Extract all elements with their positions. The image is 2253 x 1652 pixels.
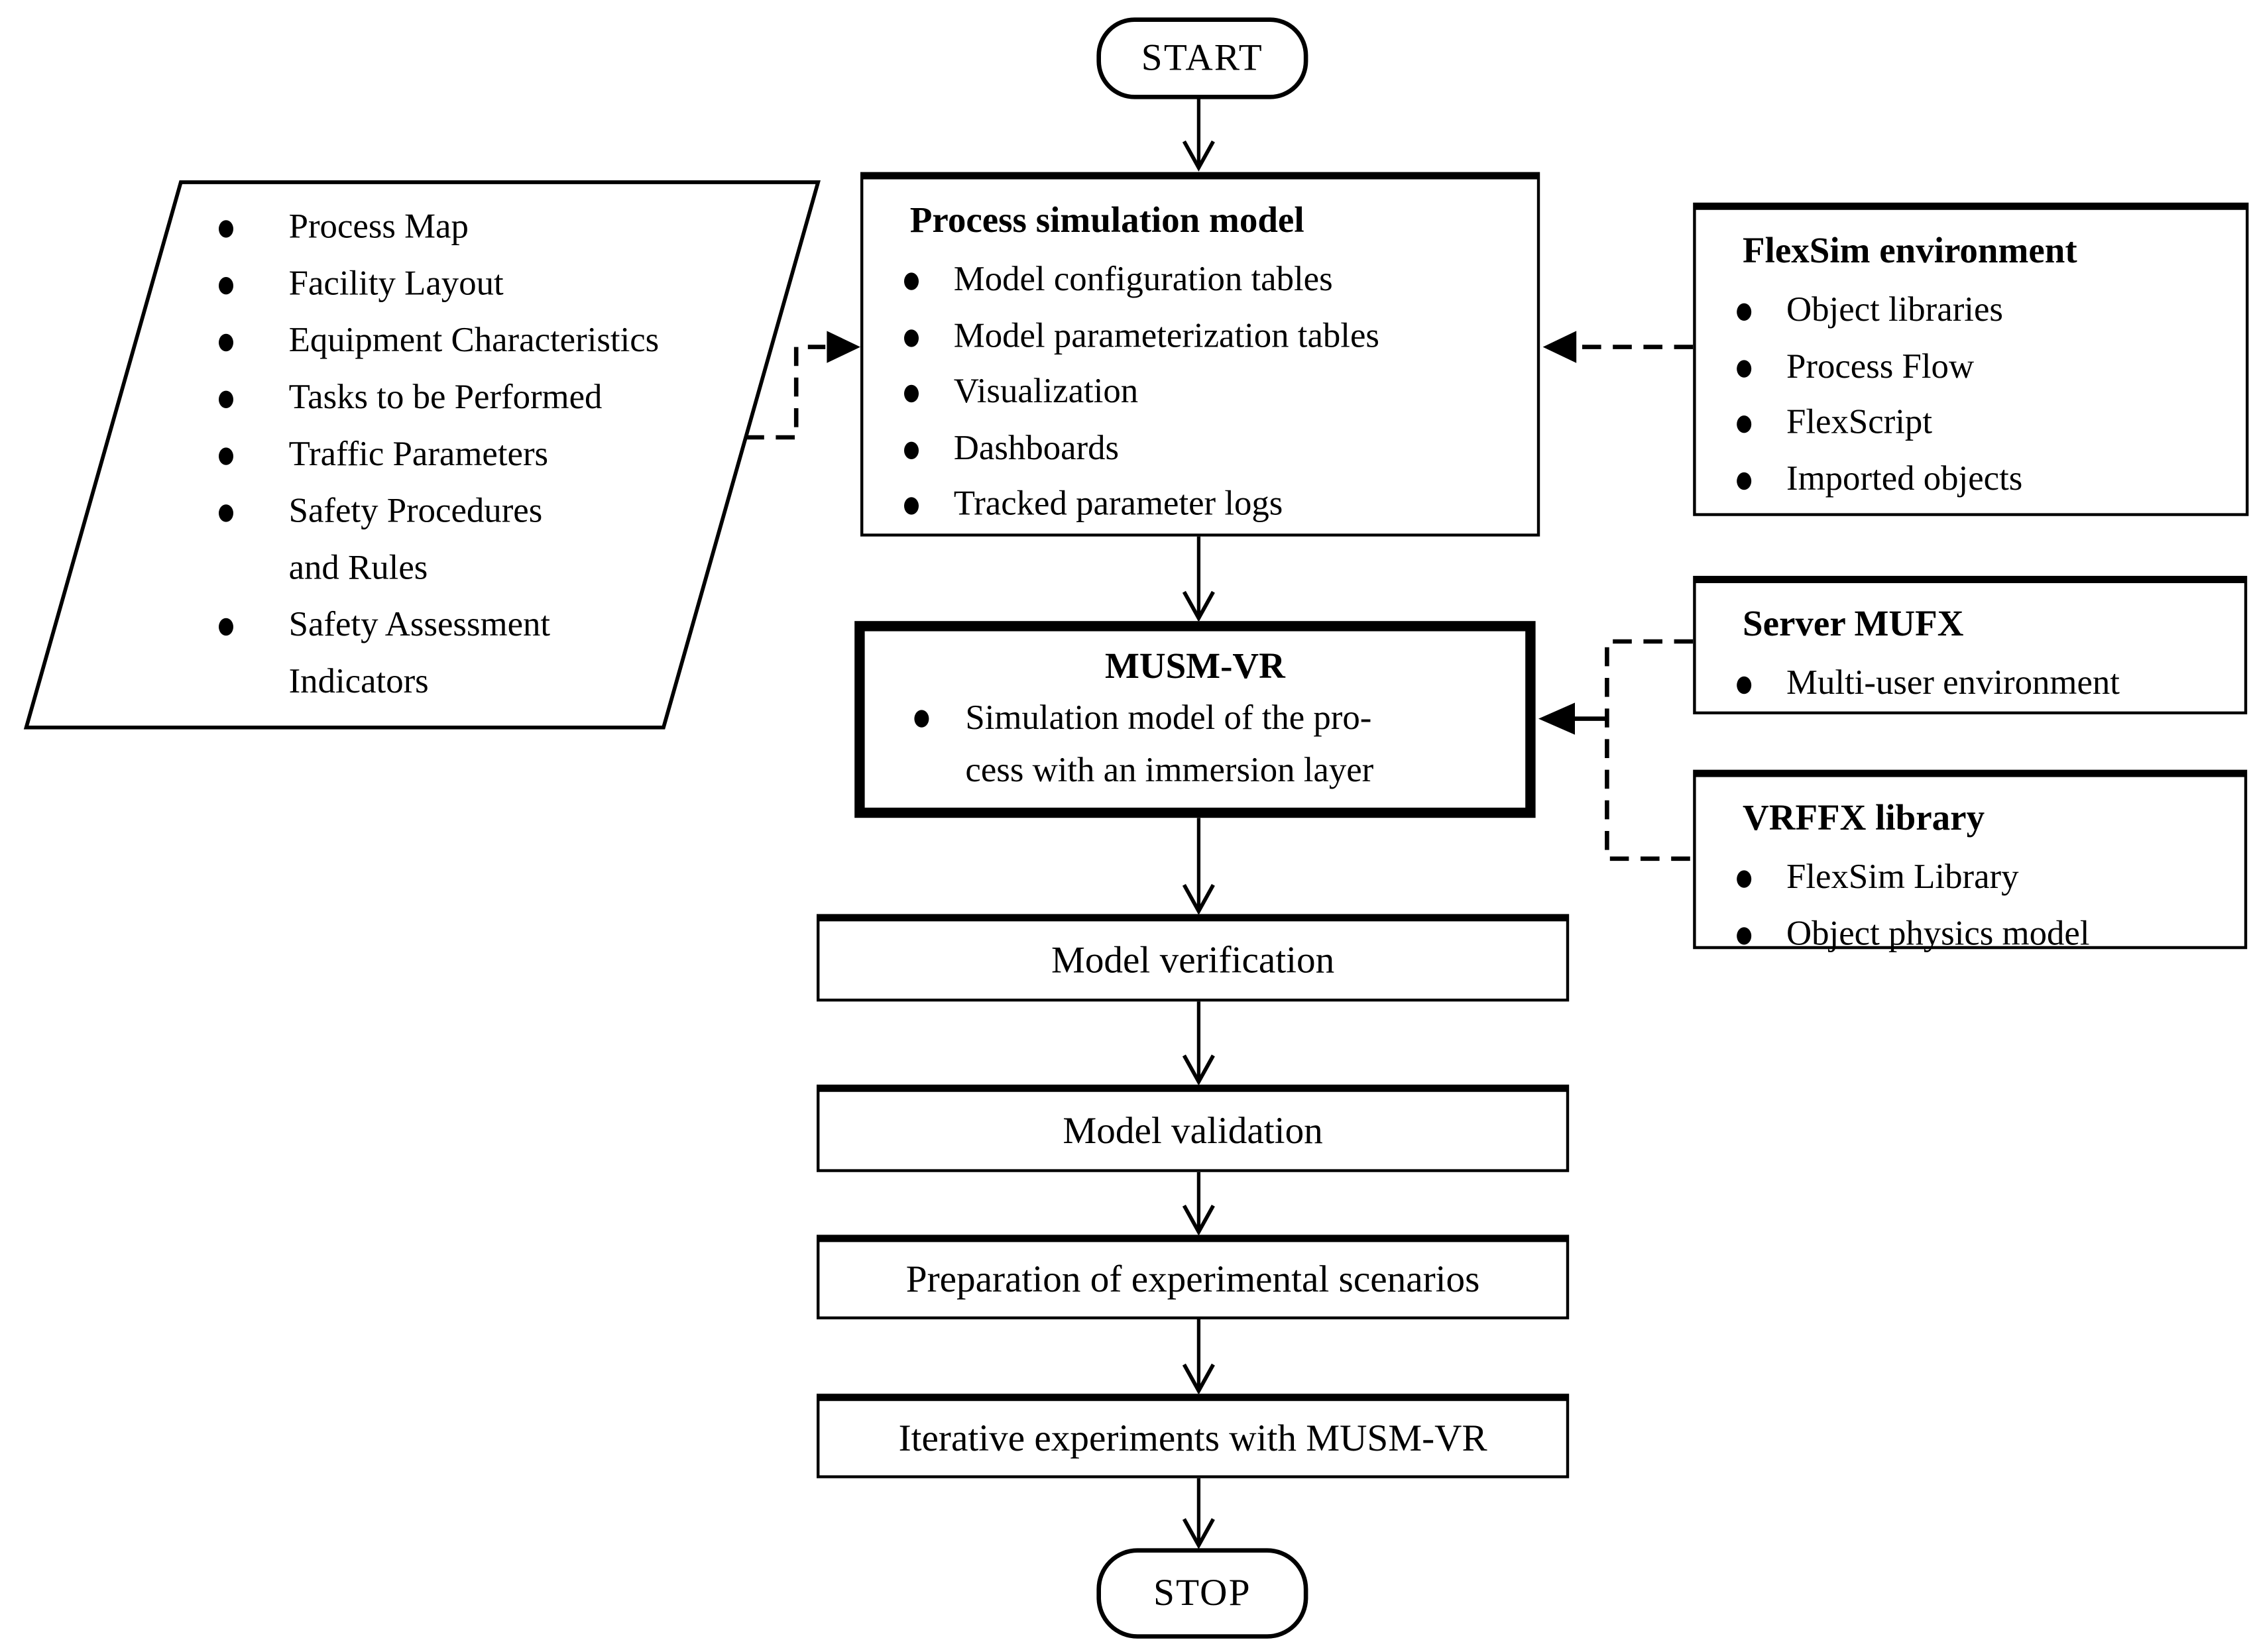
preparation-scenarios-label: Preparation of experimental scenarios: [905, 1257, 1480, 1300]
server-mufx-list: Multi-user environment: [1696, 656, 2244, 712]
list-item: Model parameterization tables: [863, 308, 1536, 364]
preparation-scenarios-box: Preparation of experimental scenarios: [817, 1235, 1570, 1319]
arrow-process-model-to-musm-vr: [1182, 536, 1215, 622]
arrow-bracket-to-musm-vr: [1538, 702, 1607, 735]
list-item: Traffic Parameters: [213, 427, 796, 484]
list-item: Object physics model: [1696, 906, 2244, 962]
list-item: Dashboards: [863, 421, 1536, 477]
list-item: Process Map: [213, 199, 796, 256]
iterative-experiments-label: Iterative experiments with MUSM-VR: [898, 1416, 1487, 1459]
list-item: FlexSim Library: [1696, 850, 2244, 907]
list-item: Imported objects: [1696, 451, 2246, 508]
arrow-verification-to-validation: [1182, 1001, 1215, 1086]
process-simulation-model-box: Process simulation model Model configura…: [860, 172, 1540, 537]
model-verification-label: Model verification: [1051, 938, 1335, 981]
model-verification-box: Model verification: [817, 914, 1570, 1002]
list-item: Multi-user environment: [1696, 656, 2244, 712]
server-mufx-box: Server MUFX Multi-user environment: [1693, 576, 2248, 714]
inputs-parallelogram-shape: [23, 180, 821, 730]
iterative-experiments-box: Iterative experiments with MUSM-VR: [817, 1394, 1570, 1478]
arrow-iterative-to-stop: [1182, 1478, 1215, 1549]
list-item: Tasks to be Performed: [213, 370, 796, 427]
dashed-arrow-flexsim-to-process-model: [1542, 331, 1694, 363]
arrow-preparation-to-iterative: [1182, 1319, 1215, 1395]
model-validation-box: Model validation: [817, 1084, 1570, 1172]
list-item: FlexScript: [1696, 395, 2246, 451]
arrow-musm-vr-to-verification: [1182, 818, 1215, 915]
dashed-bracket-mufx-vrffx: [1605, 639, 1694, 861]
list-item: Process Flow: [1696, 339, 2246, 396]
list-item: Simulation model of the pro-cess with an…: [865, 692, 1526, 797]
process-simulation-model-title: Process simulation model: [909, 201, 1304, 241]
arrow-validation-to-preparation: [1182, 1172, 1215, 1236]
dashed-arrow-inputs-to-process-model: [745, 331, 860, 440]
model-validation-label: Model validation: [1063, 1109, 1323, 1151]
list-item: Tracked parameter logs: [863, 476, 1536, 533]
list-item: Model configuration tables: [863, 252, 1536, 309]
arrow-start-to-process-model: [1182, 97, 1215, 172]
stop-node: STOP: [1096, 1548, 1308, 1639]
vrffx-library-title: VRFFX library: [1743, 798, 1985, 838]
stop-label: STOP: [1153, 1571, 1251, 1614]
list-item: Equipment Characteristics: [213, 313, 796, 370]
list-item: Visualization: [863, 364, 1536, 421]
musm-vr-box: MUSM-VR Simulation model of the pro-cess…: [854, 621, 1536, 818]
start-node: START: [1096, 17, 1308, 99]
musm-vr-title: MUSM-VR: [1104, 647, 1285, 687]
list-item: Object libraries: [1696, 283, 2246, 339]
flexsim-environment-title: FlexSim environment: [1743, 231, 2077, 272]
musm-vr-list: Simulation model of the pro-cess with an…: [865, 692, 1526, 797]
list-item: Facility Layout: [213, 256, 796, 313]
start-label: START: [1141, 36, 1263, 79]
server-mufx-title: Server MUFX: [1743, 605, 1964, 645]
